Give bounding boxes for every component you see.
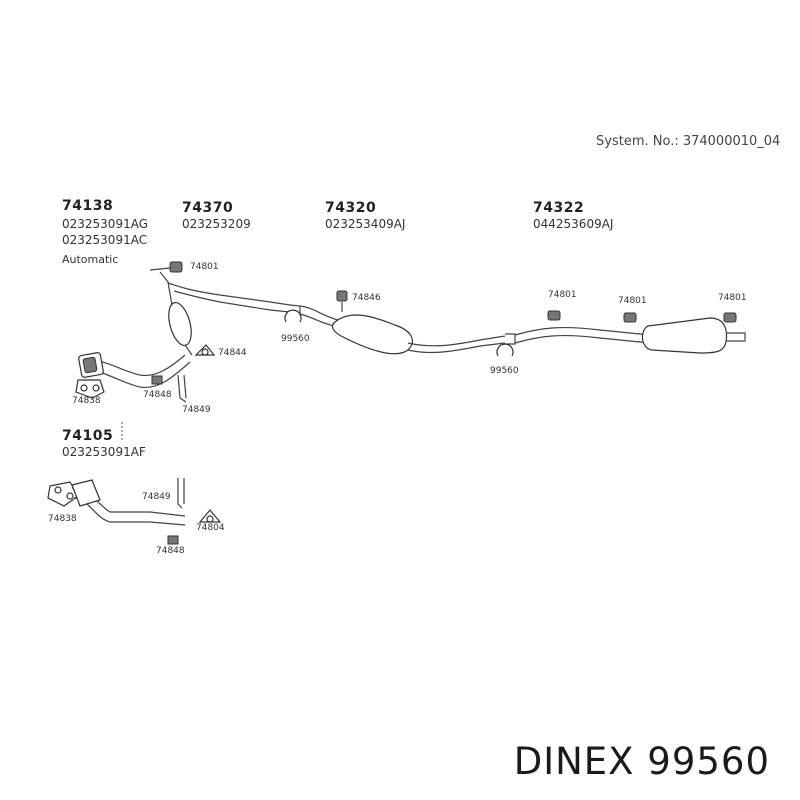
- silencer-74320: [331, 314, 413, 355]
- label-74844: 74844: [218, 348, 247, 358]
- part-number-74370: 74370: [182, 200, 234, 216]
- label-74801: 74801: [190, 262, 219, 272]
- label-74846: 74846: [352, 293, 381, 303]
- cat-74105: [71, 479, 101, 507]
- resonator-74370: [168, 301, 192, 347]
- label-74838: 74838: [48, 514, 77, 524]
- oem-number: 023253409AJ: [325, 217, 406, 231]
- front-pipe-upper: [91, 354, 186, 377]
- hanger-74849-lower: [177, 478, 183, 509]
- pipe-74322: [514, 326, 651, 336]
- part-number-74320: 74320: [325, 200, 377, 216]
- label-74801: 74801: [548, 290, 577, 300]
- pipe-74370: [167, 282, 291, 306]
- bracket-74848-upper: [151, 375, 163, 385]
- hanger-74846: [336, 290, 348, 302]
- oem-number: 023253091AC: [62, 233, 148, 247]
- rear-silencer: [641, 317, 728, 354]
- hanger-74801-b: [547, 310, 561, 321]
- hanger-74801-a: [169, 261, 183, 273]
- label-74848: 74848: [143, 390, 172, 400]
- oem-number: 023253091AF: [62, 445, 146, 459]
- clamp-99560-a: [284, 309, 302, 323]
- gasket-74838-upper: [75, 379, 105, 399]
- label-74838: 74838: [72, 396, 101, 406]
- label-74849: 74849: [142, 492, 171, 502]
- part-number-74138: 74138: [62, 198, 114, 214]
- part-number-74105: 74105: [62, 428, 114, 444]
- bracket-74848-lower: [167, 535, 179, 545]
- oem-number: 023253209: [182, 217, 251, 231]
- hanger-74801-c: [623, 312, 637, 323]
- part-number-74322: 74322: [533, 200, 585, 216]
- label-99560: 99560: [490, 366, 519, 376]
- label-74801: 74801: [618, 296, 647, 306]
- label-99560: 99560: [281, 334, 310, 344]
- part-note: Automatic: [62, 253, 119, 266]
- hanger-74801-d: [723, 312, 737, 323]
- clamp-99560-b: [496, 343, 514, 357]
- hanger-74849-upper: [177, 374, 187, 403]
- label-74804: 74804: [196, 523, 225, 533]
- brand-part-title: DINEX 99560: [513, 740, 770, 783]
- system-number: System. No.: 374000010_04: [596, 134, 781, 149]
- oem-number: 044253609AJ: [533, 217, 614, 231]
- label-74848: 74848: [156, 546, 185, 556]
- label-74849: 74849: [182, 405, 211, 415]
- label-74801: 74801: [718, 293, 747, 303]
- pipe-74320: [407, 335, 506, 347]
- oem-number: 023253091AG: [62, 217, 149, 231]
